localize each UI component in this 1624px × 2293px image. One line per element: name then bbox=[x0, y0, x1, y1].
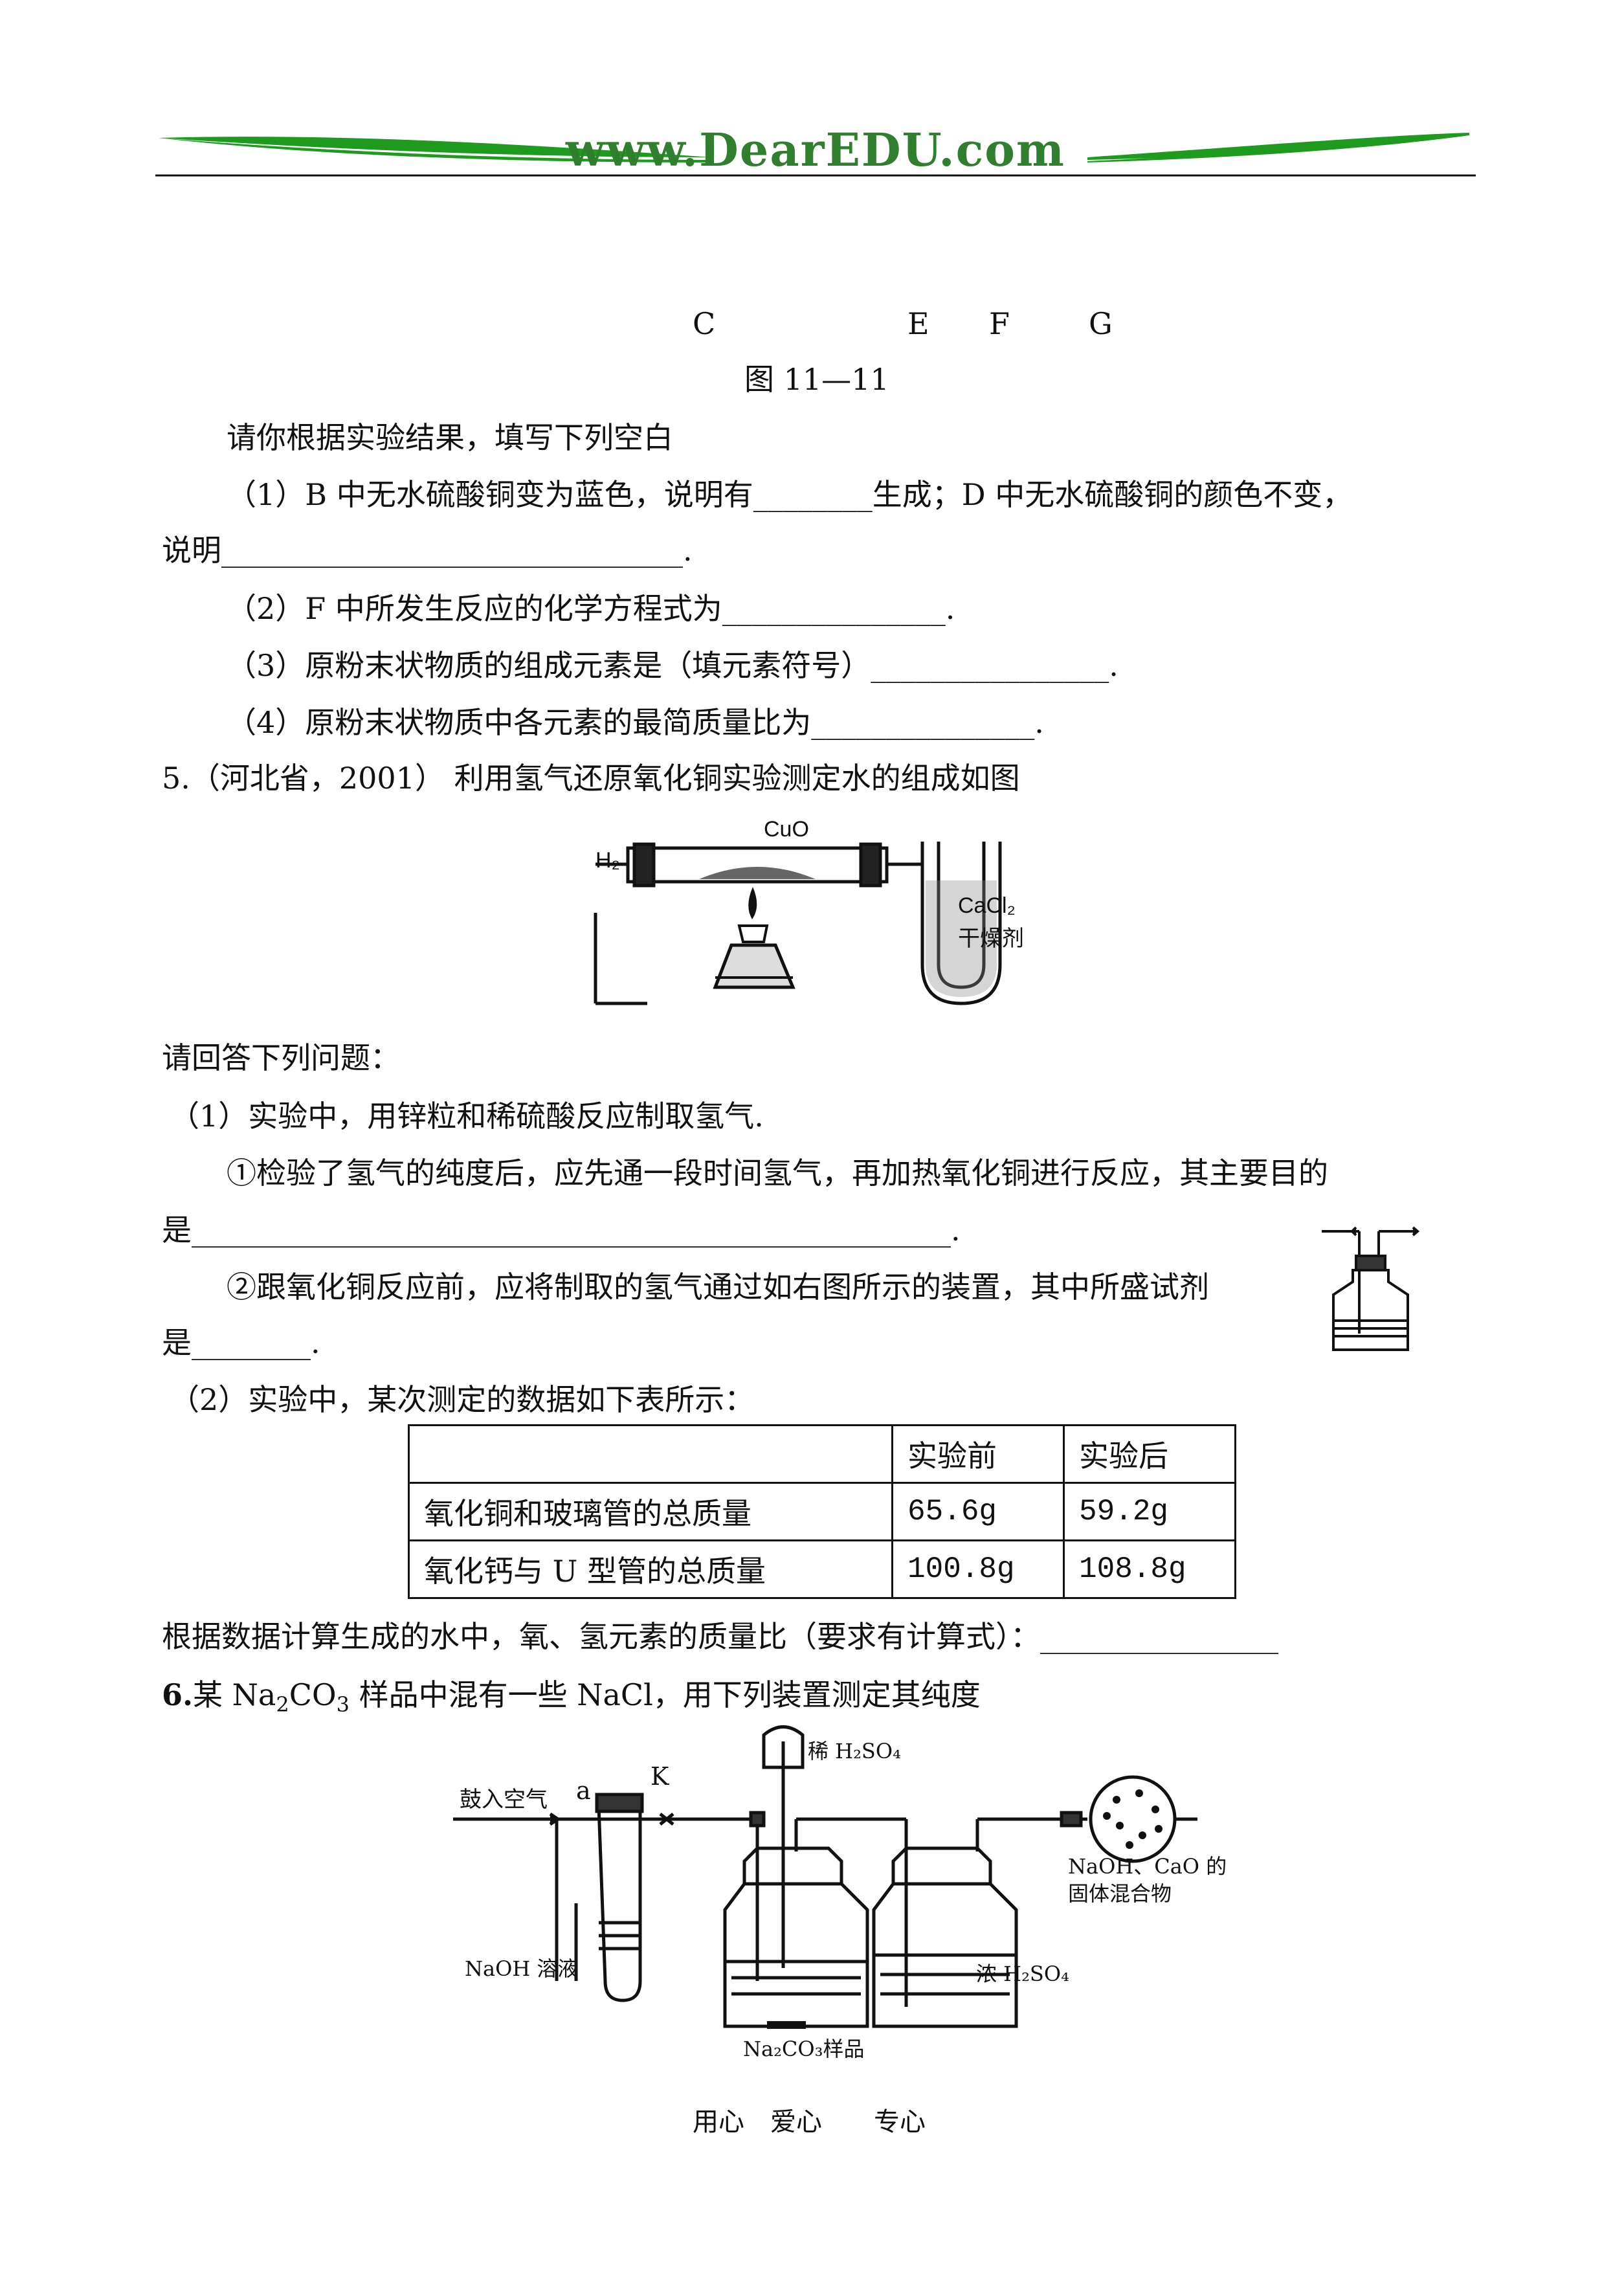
q5-title: 5.（河北省，2001） 利用氢气还原氧化铜实验测定水的组成如图 bbox=[162, 761, 1020, 796]
q4-part3: （3）原粉末状物质的组成元素是（填元素符号）________________. bbox=[227, 648, 1118, 683]
q6-title-a: 某 Na bbox=[193, 1677, 276, 1712]
fig-label-c: C bbox=[693, 306, 716, 341]
logo-text: www.DearEDU.com bbox=[565, 123, 1065, 177]
label-solid-mix: 固体混合物 bbox=[1068, 1881, 1172, 1906]
q6-sub-3: 3 bbox=[336, 1692, 350, 1717]
q5-sub1a-line2: 是_______________________________________… bbox=[162, 1213, 961, 1247]
label-k: K bbox=[651, 1762, 669, 1791]
q6-title: 6.某 Na2CO3 样品中混有一些 NaCl，用下列装置测定其纯度 bbox=[162, 1677, 981, 1723]
q5-calc: 根据数据计算生成的水中，氧、氢元素的质量比（要求有计算式）：__________… bbox=[162, 1619, 1278, 1654]
q6-number: 6. bbox=[162, 1677, 194, 1712]
label-naoh-cao: NaOH、CaO 的 bbox=[1068, 1854, 1227, 1879]
label-conc-h2so4: 浓 H₂SO₄ bbox=[976, 1962, 1069, 1986]
figure-caption: 图 11—11 bbox=[744, 362, 889, 397]
table-header-cell bbox=[408, 1424, 893, 1484]
q5-ask: 请回答下列问题： bbox=[162, 1040, 400, 1075]
q6-title-c: 样品中混有一些 NaCl，用下列装置测定其纯度 bbox=[349, 1677, 981, 1712]
h2-cuo-apparatus-figure bbox=[594, 842, 1002, 1005]
purity-apparatus-figure bbox=[453, 1725, 1197, 2029]
q5-sub1b-line1: ②跟氧化铜反应前，应将制取的氢气通过如右图所示的装置，其中所盛试剂 bbox=[227, 1270, 1209, 1304]
q4-part4: （4）原粉末状物质中各元素的最简质量比为_______________. bbox=[227, 705, 1044, 740]
table-cell-label: 氧化钙与 U 型管的总质量 bbox=[408, 1539, 893, 1599]
measurement-table: 实验前 实验后 氧化铜和玻璃管的总质量 65.6g 59.2g 氧化钙与 U 型… bbox=[408, 1424, 1236, 1599]
q4-intro: 请你根据实验结果，填写下列空白 bbox=[227, 420, 673, 455]
table-cell-after: 59.2g bbox=[1063, 1482, 1236, 1541]
label-a: a bbox=[576, 1776, 591, 1805]
table-header-after: 实验后 bbox=[1063, 1424, 1236, 1484]
q4-part2: （2）F 中所发生反应的化学方程式为_______________. bbox=[227, 591, 955, 626]
footer-slogan: 用心 爱心 专心 bbox=[693, 2107, 926, 2137]
table-cell-after: 108.8g bbox=[1063, 1539, 1236, 1599]
q5-sub1: （1）实验中，用锌粒和稀硫酸反应制取氢气. bbox=[170, 1099, 764, 1134]
table-cell-before: 65.6g bbox=[891, 1482, 1065, 1541]
label-drier: 干燥剂 bbox=[958, 926, 1024, 951]
q4-part1-line2: 说明_______________________________. bbox=[162, 533, 693, 568]
table-row: 氧化铜和玻璃管的总质量 65.6g 59.2g bbox=[408, 1482, 1236, 1541]
table-row: 氧化钙与 U 型管的总质量 100.8g 108.8g bbox=[408, 1539, 1236, 1599]
q5-sub1b-line2: 是________. bbox=[162, 1325, 320, 1360]
fig-label-f: F bbox=[989, 306, 1010, 341]
q4-part1-line1: （1）B 中无水硫酸铜变为蓝色，说明有________生成；D 中无水硫酸铜的颜… bbox=[227, 477, 1353, 512]
header-logo bbox=[155, 133, 1476, 177]
label-air-in: 鼓入空气 bbox=[460, 1787, 548, 1813]
fig-label-g: G bbox=[1089, 306, 1113, 341]
fig-label-e: E bbox=[907, 306, 929, 341]
q5-sub1a-line1: ①检验了氢气的纯度后，应先通一段时间氢气，再加热氧化铜进行反应，其主要目的 bbox=[227, 1156, 1328, 1191]
q5-sub2: （2）实验中，某次测定的数据如下表所示： bbox=[170, 1382, 755, 1417]
table-header-row: 实验前 实验后 bbox=[408, 1424, 1236, 1484]
table-cell-before: 100.8g bbox=[891, 1539, 1065, 1599]
q6-sub-2: 2 bbox=[276, 1692, 289, 1717]
label-h2: H₂ bbox=[595, 848, 620, 873]
label-na2co3-sample: Na₂CO₃样品 bbox=[743, 2037, 865, 2061]
label-cacl2: CaCl₂ bbox=[958, 893, 1016, 918]
q6-title-b: CO bbox=[289, 1677, 337, 1712]
label-naoh-solution: NaOH 溶液 bbox=[465, 1956, 579, 1981]
label-cuo: CuO bbox=[764, 817, 809, 842]
wash-bottle-figure bbox=[1322, 1226, 1420, 1351]
table-cell-label: 氧化铜和玻璃管的总质量 bbox=[408, 1482, 893, 1541]
table-header-before: 实验前 bbox=[891, 1424, 1065, 1484]
label-dilute-h2so4: 稀 H₂SO₄ bbox=[808, 1739, 901, 1763]
